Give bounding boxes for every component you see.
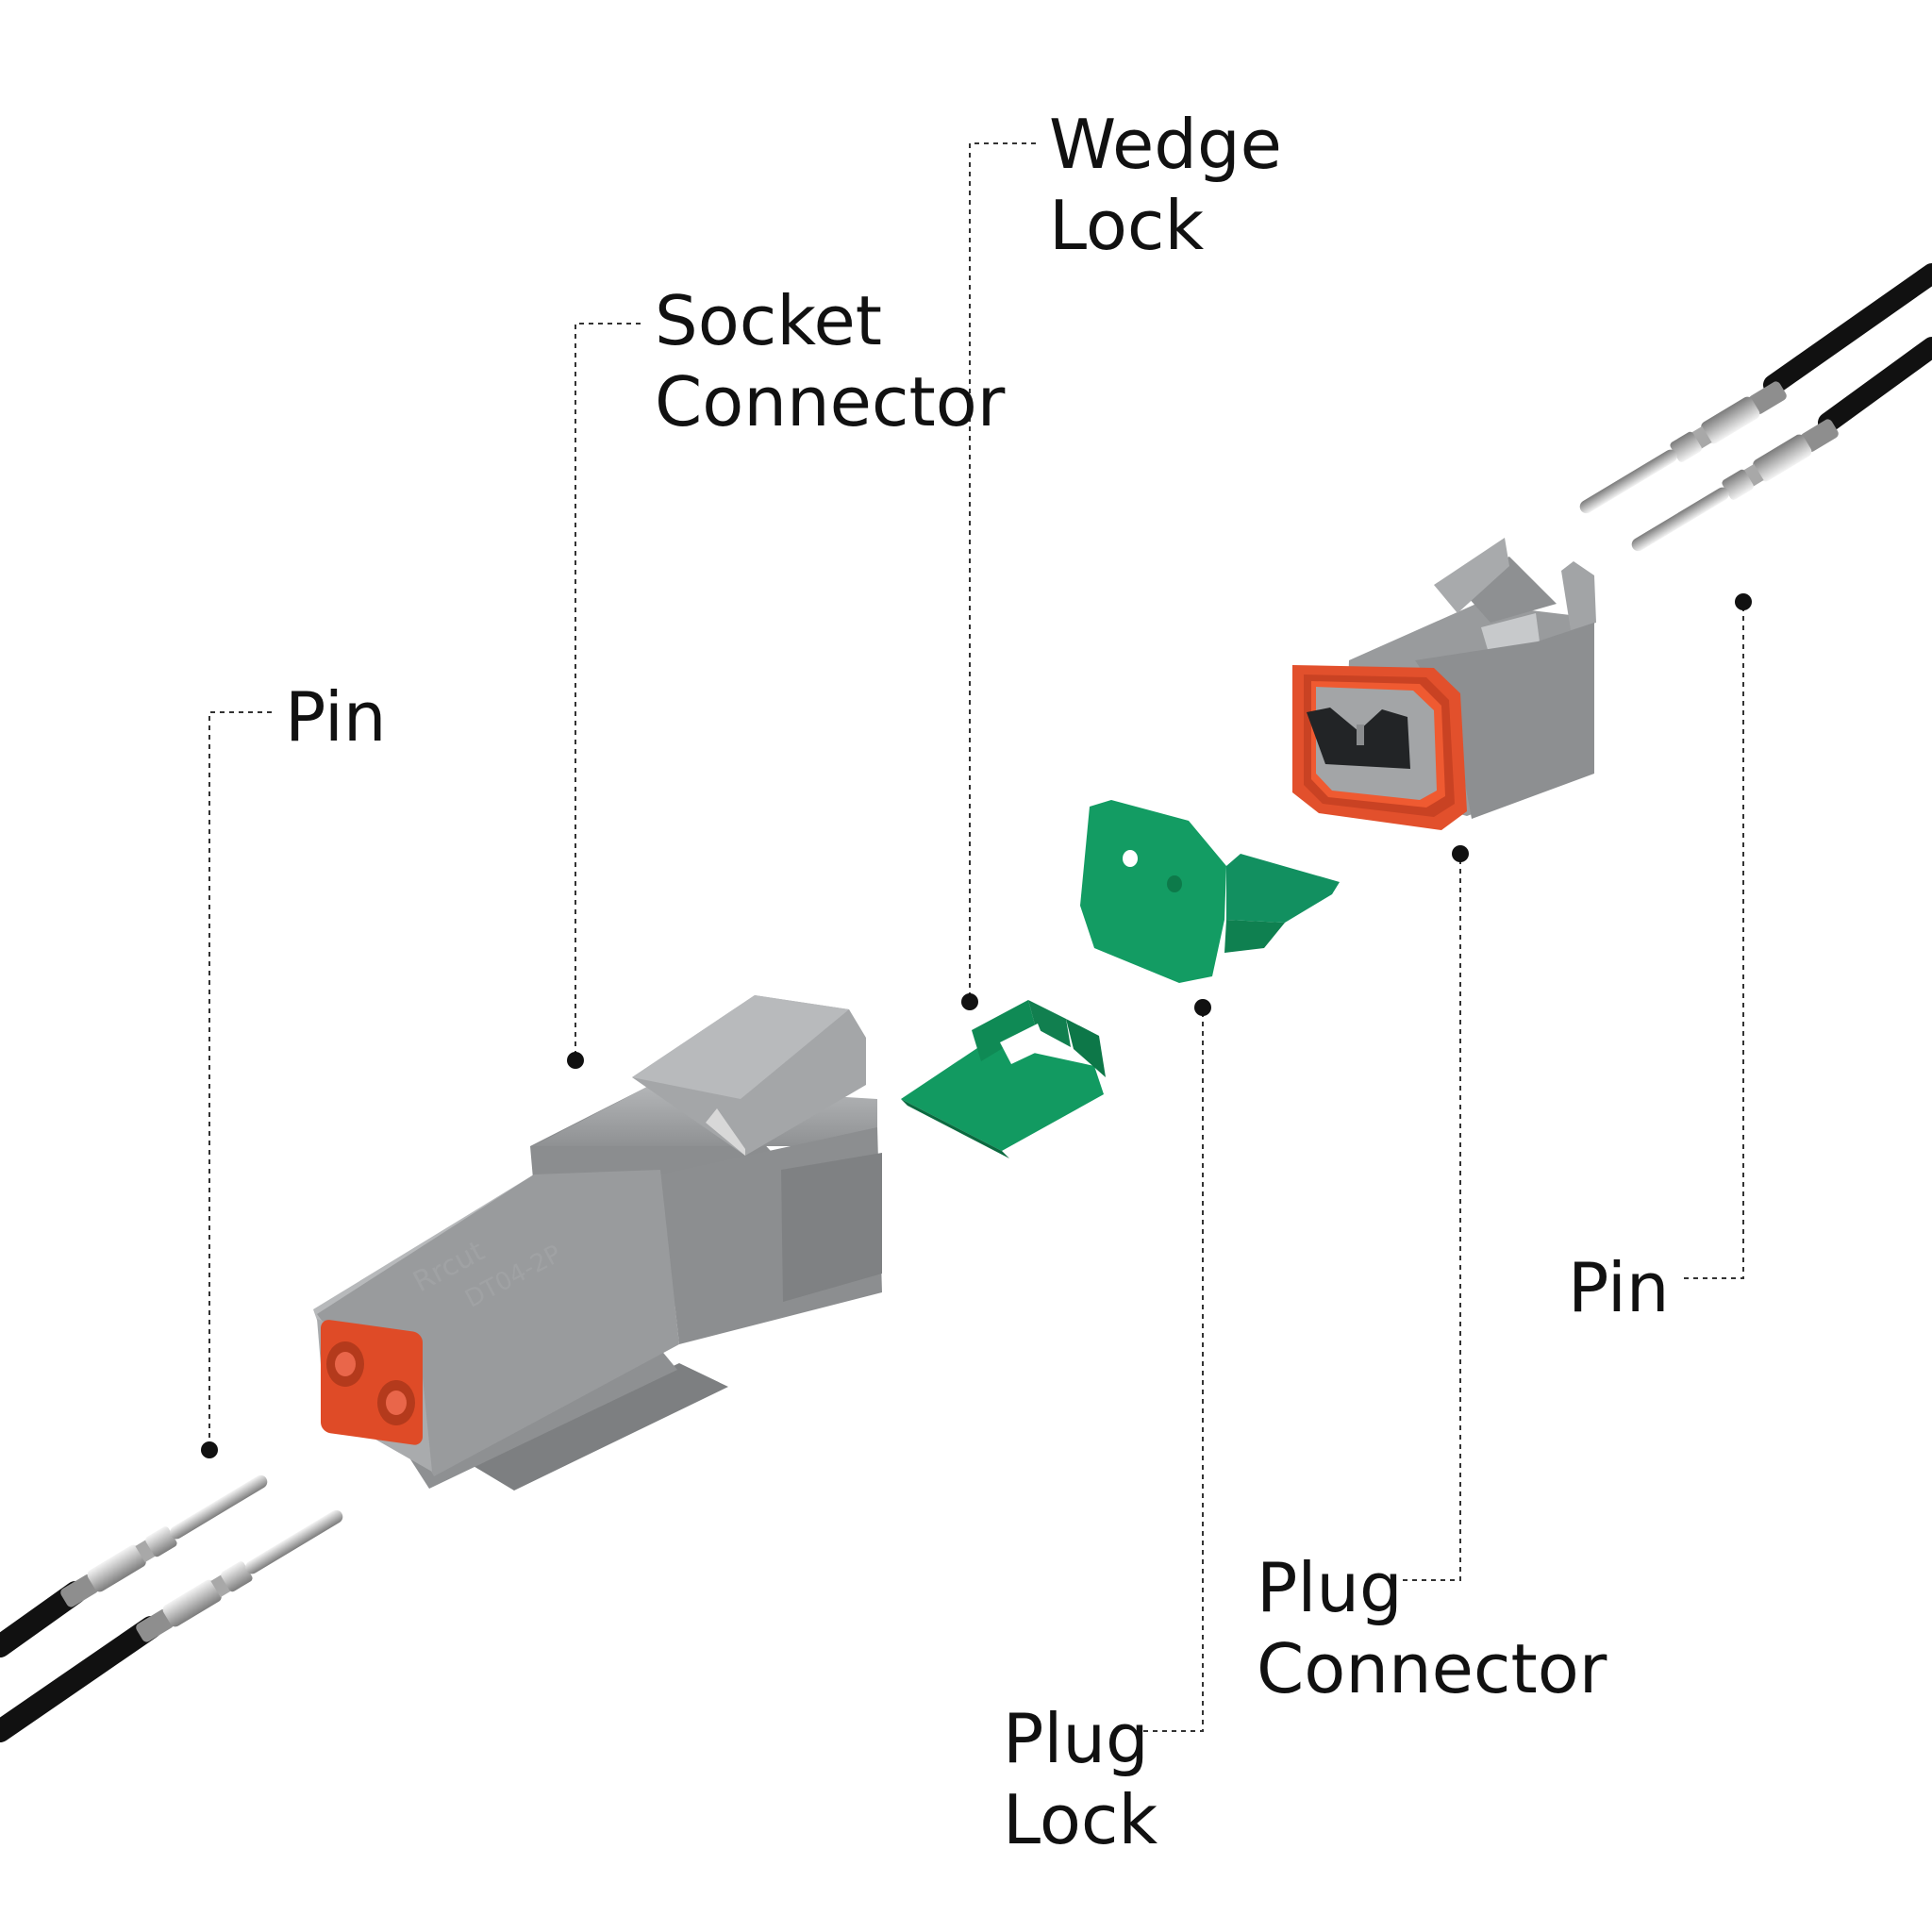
leader-line-plug-lock <box>1143 1008 1204 1732</box>
leader-line-plug-connector <box>1403 854 1461 1581</box>
leader-line-wedge-lock <box>969 142 1036 1000</box>
label-pin-right-line1: Pin <box>1568 1248 1669 1327</box>
socket-connector: Rrcut DT04-2P <box>313 995 882 1491</box>
leader-dot-plug-lock <box>1194 999 1211 1016</box>
plug-lock-hole-1 <box>1123 850 1138 867</box>
label-plug-lock: Plug Lock <box>1003 1699 1171 1859</box>
leader-dot-plug-connector <box>1452 845 1469 862</box>
pin-left-upper <box>58 1468 273 1611</box>
labels: Wedge Lock Socket Connector Pin Pin Plug… <box>285 105 1669 1859</box>
label-socket-connector-line2: Connector <box>655 362 1006 441</box>
plug-lock-hole-2 <box>1167 875 1182 892</box>
leader-dot-wedge-lock <box>961 993 978 1010</box>
label-socket-connector: Socket Connector <box>655 281 1006 441</box>
plug-lock <box>1080 800 1340 983</box>
pin-right-upper <box>1574 377 1790 521</box>
leader-dots <box>201 593 1752 1458</box>
leader-dot-pin-left <box>201 1441 218 1458</box>
pin-right-assembly <box>1574 263 1932 558</box>
leader-lines <box>208 142 1744 1732</box>
label-socket-connector-line1: Socket <box>655 281 882 360</box>
leader-line-socket-connector <box>575 323 641 1058</box>
leader-dot-pin-right <box>1735 593 1752 610</box>
label-wedge-lock-line2: Lock <box>1049 186 1204 265</box>
pin-left-assembly <box>0 1468 348 1742</box>
label-pin-left-line1: Pin <box>285 677 386 757</box>
leader-line-pin-right <box>1684 602 1744 1279</box>
label-plug-connector: Plug Connector <box>1257 1548 1607 1708</box>
label-plug-lock-line1: Plug <box>1003 1699 1149 1778</box>
wedge-lock <box>901 1000 1106 1158</box>
label-wedge-lock: Wedge Lock <box>1049 105 1304 265</box>
label-plug-connector-line2: Connector <box>1257 1629 1607 1708</box>
leader-dot-socket-connector <box>567 1052 584 1069</box>
pin-right-lower <box>1626 415 1841 558</box>
leader-line-pin-left <box>208 711 272 1448</box>
label-wedge-lock-line1: Wedge <box>1049 105 1282 184</box>
label-plug-lock-line2: Lock <box>1003 1780 1158 1859</box>
pin-left-lower <box>133 1503 348 1646</box>
plug-connector <box>1292 538 1596 830</box>
label-pin-right: Pin <box>1568 1248 1669 1327</box>
label-plug-connector-line1: Plug <box>1257 1548 1403 1627</box>
label-pin-left: Pin <box>285 677 386 757</box>
